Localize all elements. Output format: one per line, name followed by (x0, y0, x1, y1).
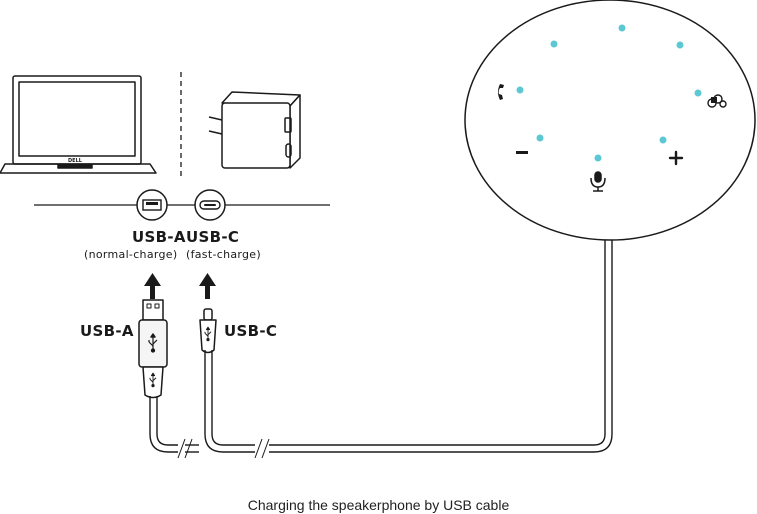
usb-c-port-label: USB-C (186, 228, 240, 246)
usb-a-port-label: USB-A (132, 228, 186, 246)
laptop-brand: DELL (68, 158, 83, 164)
led-indicator (694, 89, 702, 97)
plus-icon (668, 150, 684, 166)
usb-c-port-icon (194, 189, 226, 221)
wall-charger-icon (208, 91, 301, 169)
phone-icon (498, 84, 504, 100)
cable-path (149, 238, 613, 459)
usb-a-cable-label: USB-A (80, 322, 134, 340)
usb-c-cable-icon (199, 308, 217, 354)
figure-caption: Charging the speakerphone by USB cable (247, 497, 510, 513)
minus-icon (516, 151, 528, 154)
led-indicator (618, 24, 626, 32)
usb-a-port-note: (normal-charge) (84, 248, 178, 261)
microphone-icon (590, 171, 606, 192)
led-indicator (550, 40, 558, 48)
led-indicator (659, 136, 667, 144)
usb-c-port-note: (fast-charge) (186, 248, 261, 261)
led-indicator (516, 86, 524, 94)
laptop-icon: DELL (0, 75, 157, 174)
led-indicator (676, 41, 684, 49)
led-indicator (536, 134, 544, 142)
usb-a-port-icon (136, 189, 168, 221)
led-indicator (594, 154, 602, 162)
speakerphone-icon (464, 0, 756, 241)
arrow-up-icon (199, 273, 216, 299)
usb-c-cable-label: USB-C (224, 322, 278, 340)
arrow-up-icon (144, 273, 161, 299)
usb-a-cable-icon (138, 299, 168, 399)
teams-icon (707, 94, 727, 108)
